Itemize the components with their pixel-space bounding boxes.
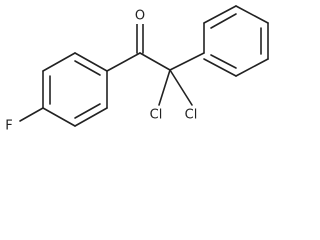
atom-chlorine-2: Cl [180,106,202,123]
ring1-double-bond-3 [74,103,101,119]
phenyl-ring [203,5,269,77]
c-cl-bond-2 [169,69,193,106]
ring2-bond-5 [235,58,269,77]
chlorine-1-label: Cl [150,108,163,123]
chlorine-1-label-bg [145,106,167,122]
fluorine-label-bg [2,117,16,133]
ring-carbonyl-bond [106,52,141,72]
chemical-structure-diagram: O F Cl Cl [2,5,269,134]
carbonyl-ccl2-bond [139,52,171,71]
ring1-bond-4 [42,107,76,127]
atom-oxygen: O [133,8,147,24]
carbonyl-double-bond [136,23,144,54]
ring2-double-bond-3 [210,54,237,69]
chlorine-2-label-bg [180,106,202,122]
ccl2-phenyl-bond [169,52,205,71]
atom-fluorine: F [2,117,16,134]
fluorine-label: F [5,119,12,134]
oxygen-label: O [135,9,145,24]
ring2-bond-6 [203,58,237,77]
ring1-bond-2 [42,52,76,72]
ring1-bond-5 [74,107,108,127]
c-cl-bond-1 [158,69,171,106]
ring1-bond-1 [74,52,108,72]
ring2-double-bond-1 [210,13,237,29]
ring1-double-bond-1 [74,60,101,76]
fluorophenyl-ring [42,52,108,127]
ring2-bond-2 [203,5,237,24]
structure-canvas: O F Cl Cl [2,5,269,134]
atom-chlorine-1: Cl [145,106,167,123]
ring2-bond-3 [235,5,269,24]
chlorine-2-label: Cl [185,108,198,123]
oxygen-label-bg [133,8,147,24]
c-f-bond [19,107,44,122]
